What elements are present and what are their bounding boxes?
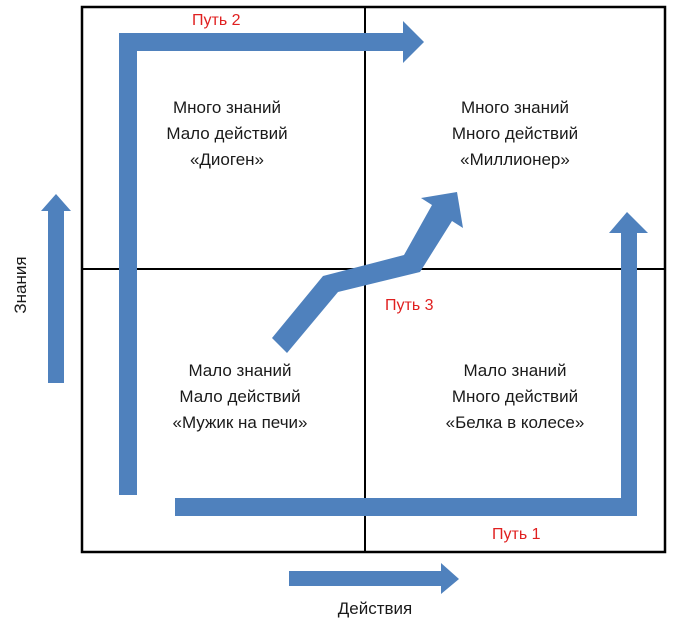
path3-label: Путь 3	[385, 297, 434, 314]
quadrant-bottom-left-line-3: «Мужик на печи»	[173, 413, 308, 432]
quadrant-bottom-left-line-1: Мало знаний	[188, 361, 291, 380]
quadrant-top-right: Много знаний Много действий «Миллионер»	[452, 98, 578, 169]
quadrant-bottom-right-line-2: Много действий	[452, 387, 578, 406]
quadrant-bottom-right-line-3: «Белка в колесе»	[446, 413, 585, 432]
quadrant-top-left: Много знаний Мало действий «Диоген»	[166, 98, 287, 169]
quadrant-top-right-line-1: Много знаний	[461, 98, 569, 117]
path3-arrow	[272, 192, 463, 353]
path1-label: Путь 1	[492, 526, 541, 543]
quadrant-top-right-line-3: «Миллионер»	[460, 150, 570, 169]
path2-label: Путь 2	[192, 12, 241, 29]
x-axis-arrow	[289, 563, 459, 594]
quadrant-bottom-left-line-2: Мало действий	[179, 387, 300, 406]
quadrant-bottom-right: Мало знаний Много действий «Белка в коле…	[446, 361, 585, 432]
quadrant-bottom-right-line-1: Мало знаний	[463, 361, 566, 380]
quadrant-top-left-line-2: Мало действий	[166, 124, 287, 143]
x-axis-label: Действия	[338, 599, 412, 618]
quadrant-bottom-left: Мало знаний Мало действий «Мужик на печи…	[173, 361, 308, 432]
y-axis-arrow	[41, 194, 71, 383]
quadrant-top-left-line-3: «Диоген»	[190, 150, 264, 169]
grid-frame	[80, 5, 667, 554]
y-axis-label: Знания	[11, 256, 30, 313]
quadrant-top-right-line-2: Много действий	[452, 124, 578, 143]
quadrant-top-left-line-1: Много знаний	[173, 98, 281, 117]
